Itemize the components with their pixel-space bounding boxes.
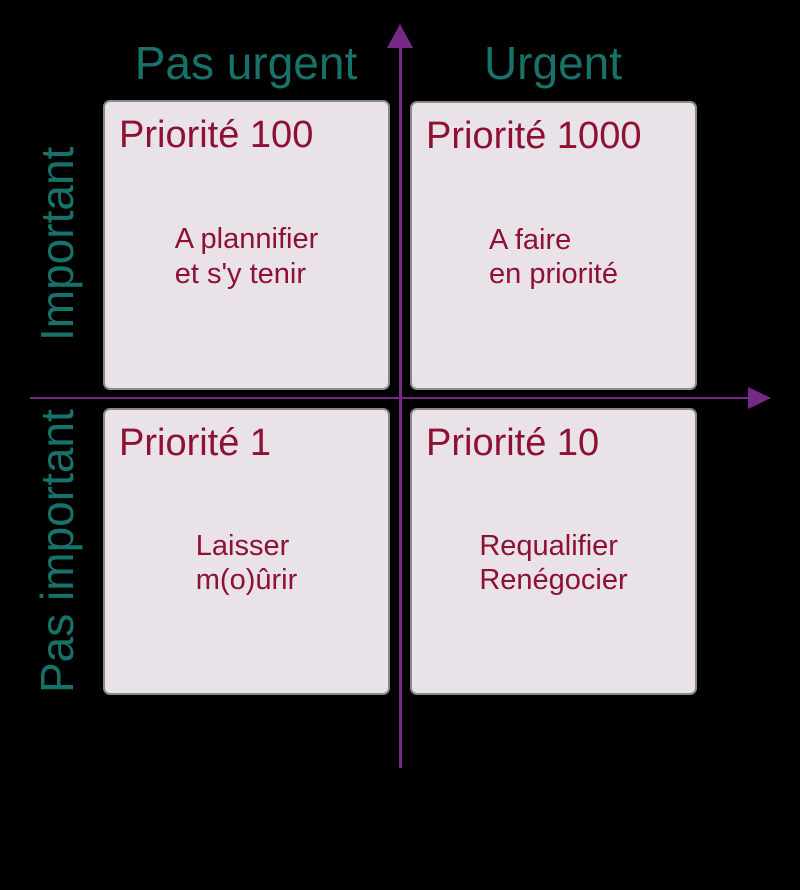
quadrant-line: A plannifier [174,223,319,256]
quadrant-body: A plannifier et s'y tenir [105,222,388,290]
quadrant-line: Renégocier [479,563,628,596]
horizontal-axis-line [30,396,752,399]
quadrant-line: en priorité [489,257,618,290]
right-arrow-icon [748,387,771,409]
row-header-pas-important: Pas important [31,409,83,693]
row-header-important: Important [31,146,83,342]
quadrant-body: Requalifier Renégocier [412,529,695,597]
quadrant-not-urgent-not-important: Priorité 1 Laisser m(o)ûrir [103,408,390,695]
quadrant-title: Priorité 10 [426,422,600,464]
quadrant-line: A faire [489,223,572,256]
quadrant-line: et s'y tenir [174,257,307,290]
quadrant-line: Requalifier [479,529,618,562]
column-header-urgent: Urgent [483,37,623,89]
quadrant-title: Priorité 1 [119,422,272,464]
quadrant-body: A faire en priorité [412,223,695,291]
quadrant-urgent-not-important: Priorité 10 Requalifier Renégocier [410,408,697,695]
vertical-axis-line [399,42,402,768]
quadrant-body: Laisser m(o)ûrir [105,529,388,597]
quadrant-title: Priorité 100 [119,114,314,156]
up-arrow-icon [387,24,413,48]
column-header-pas-urgent: Pas urgent [134,37,358,89]
quadrant-not-urgent-important: Priorité 100 A plannifier et s'y tenir [103,100,390,390]
quadrant-line: m(o)ûrir [195,563,298,596]
quadrant-urgent-important: Priorité 1000 A faire en priorité [410,101,697,390]
quadrant-title: Priorité 1000 [426,115,642,157]
quadrant-line: Laisser [195,529,290,562]
